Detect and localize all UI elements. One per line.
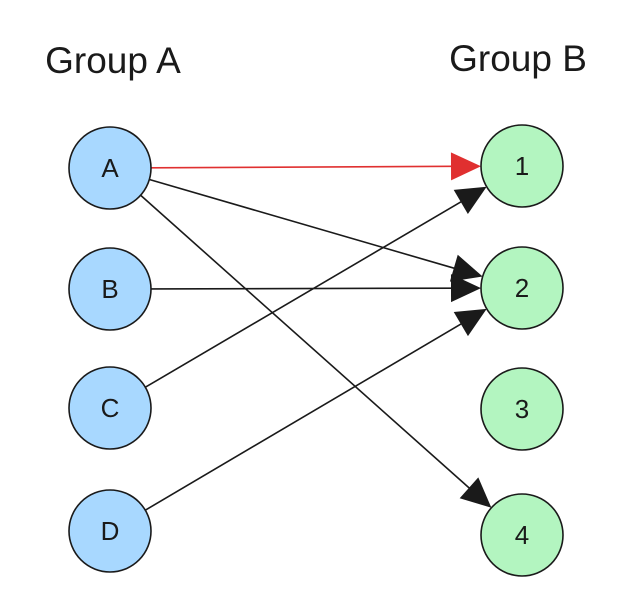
edge-a-to-4	[140, 194, 492, 508]
node-b-label: B	[101, 274, 118, 304]
node-3-label: 3	[515, 394, 529, 424]
edge-line	[149, 178, 456, 270]
node-4-label: 4	[515, 520, 529, 550]
edge-line	[144, 200, 463, 388]
group-a-nodes: A B C D	[68, 126, 152, 573]
node-3-circle	[480, 367, 564, 451]
arrowhead-icon	[453, 308, 487, 337]
edge-a-to-2	[149, 178, 483, 282]
node-1: 1	[480, 124, 564, 208]
arrowhead-icon	[450, 274, 482, 303]
node-c-label: C	[101, 393, 120, 423]
node-4-circle	[480, 493, 564, 577]
node-d-circle	[68, 489, 152, 573]
arrowhead-icon	[449, 254, 483, 282]
node-a-circle	[68, 126, 152, 210]
edges-layer	[140, 152, 492, 511]
group-b-nodes: 1 2 3 4	[480, 124, 564, 577]
arrowhead-icon	[453, 186, 487, 215]
node-d: D	[68, 489, 152, 573]
node-c: C	[68, 366, 152, 450]
arrowhead-icon	[459, 477, 492, 508]
node-1-label: 1	[515, 151, 529, 181]
edge-b-to-2	[150, 274, 482, 303]
edge-c-to-1	[144, 186, 487, 388]
node-2-circle	[480, 246, 564, 330]
node-4: 4	[480, 493, 564, 577]
edge-line	[140, 194, 472, 490]
node-a: A	[68, 126, 152, 210]
node-b-circle	[68, 247, 152, 331]
group-b-title: Group B	[449, 38, 587, 79]
arrowhead-icon	[450, 152, 482, 181]
node-d-label: D	[101, 516, 120, 546]
node-2: 2	[480, 246, 564, 330]
edge-line	[150, 165, 454, 169]
edge-a-to-1	[150, 152, 482, 181]
node-1-circle	[480, 124, 564, 208]
edge-line	[144, 322, 463, 511]
node-c-circle	[68, 366, 152, 450]
node-2-label: 2	[515, 273, 529, 303]
node-b: B	[68, 247, 152, 331]
node-a-label: A	[101, 153, 119, 183]
node-3: 3	[480, 367, 564, 451]
edge-line	[150, 287, 454, 290]
edge-d-to-2	[144, 308, 487, 511]
group-a-title: Group A	[45, 40, 181, 81]
